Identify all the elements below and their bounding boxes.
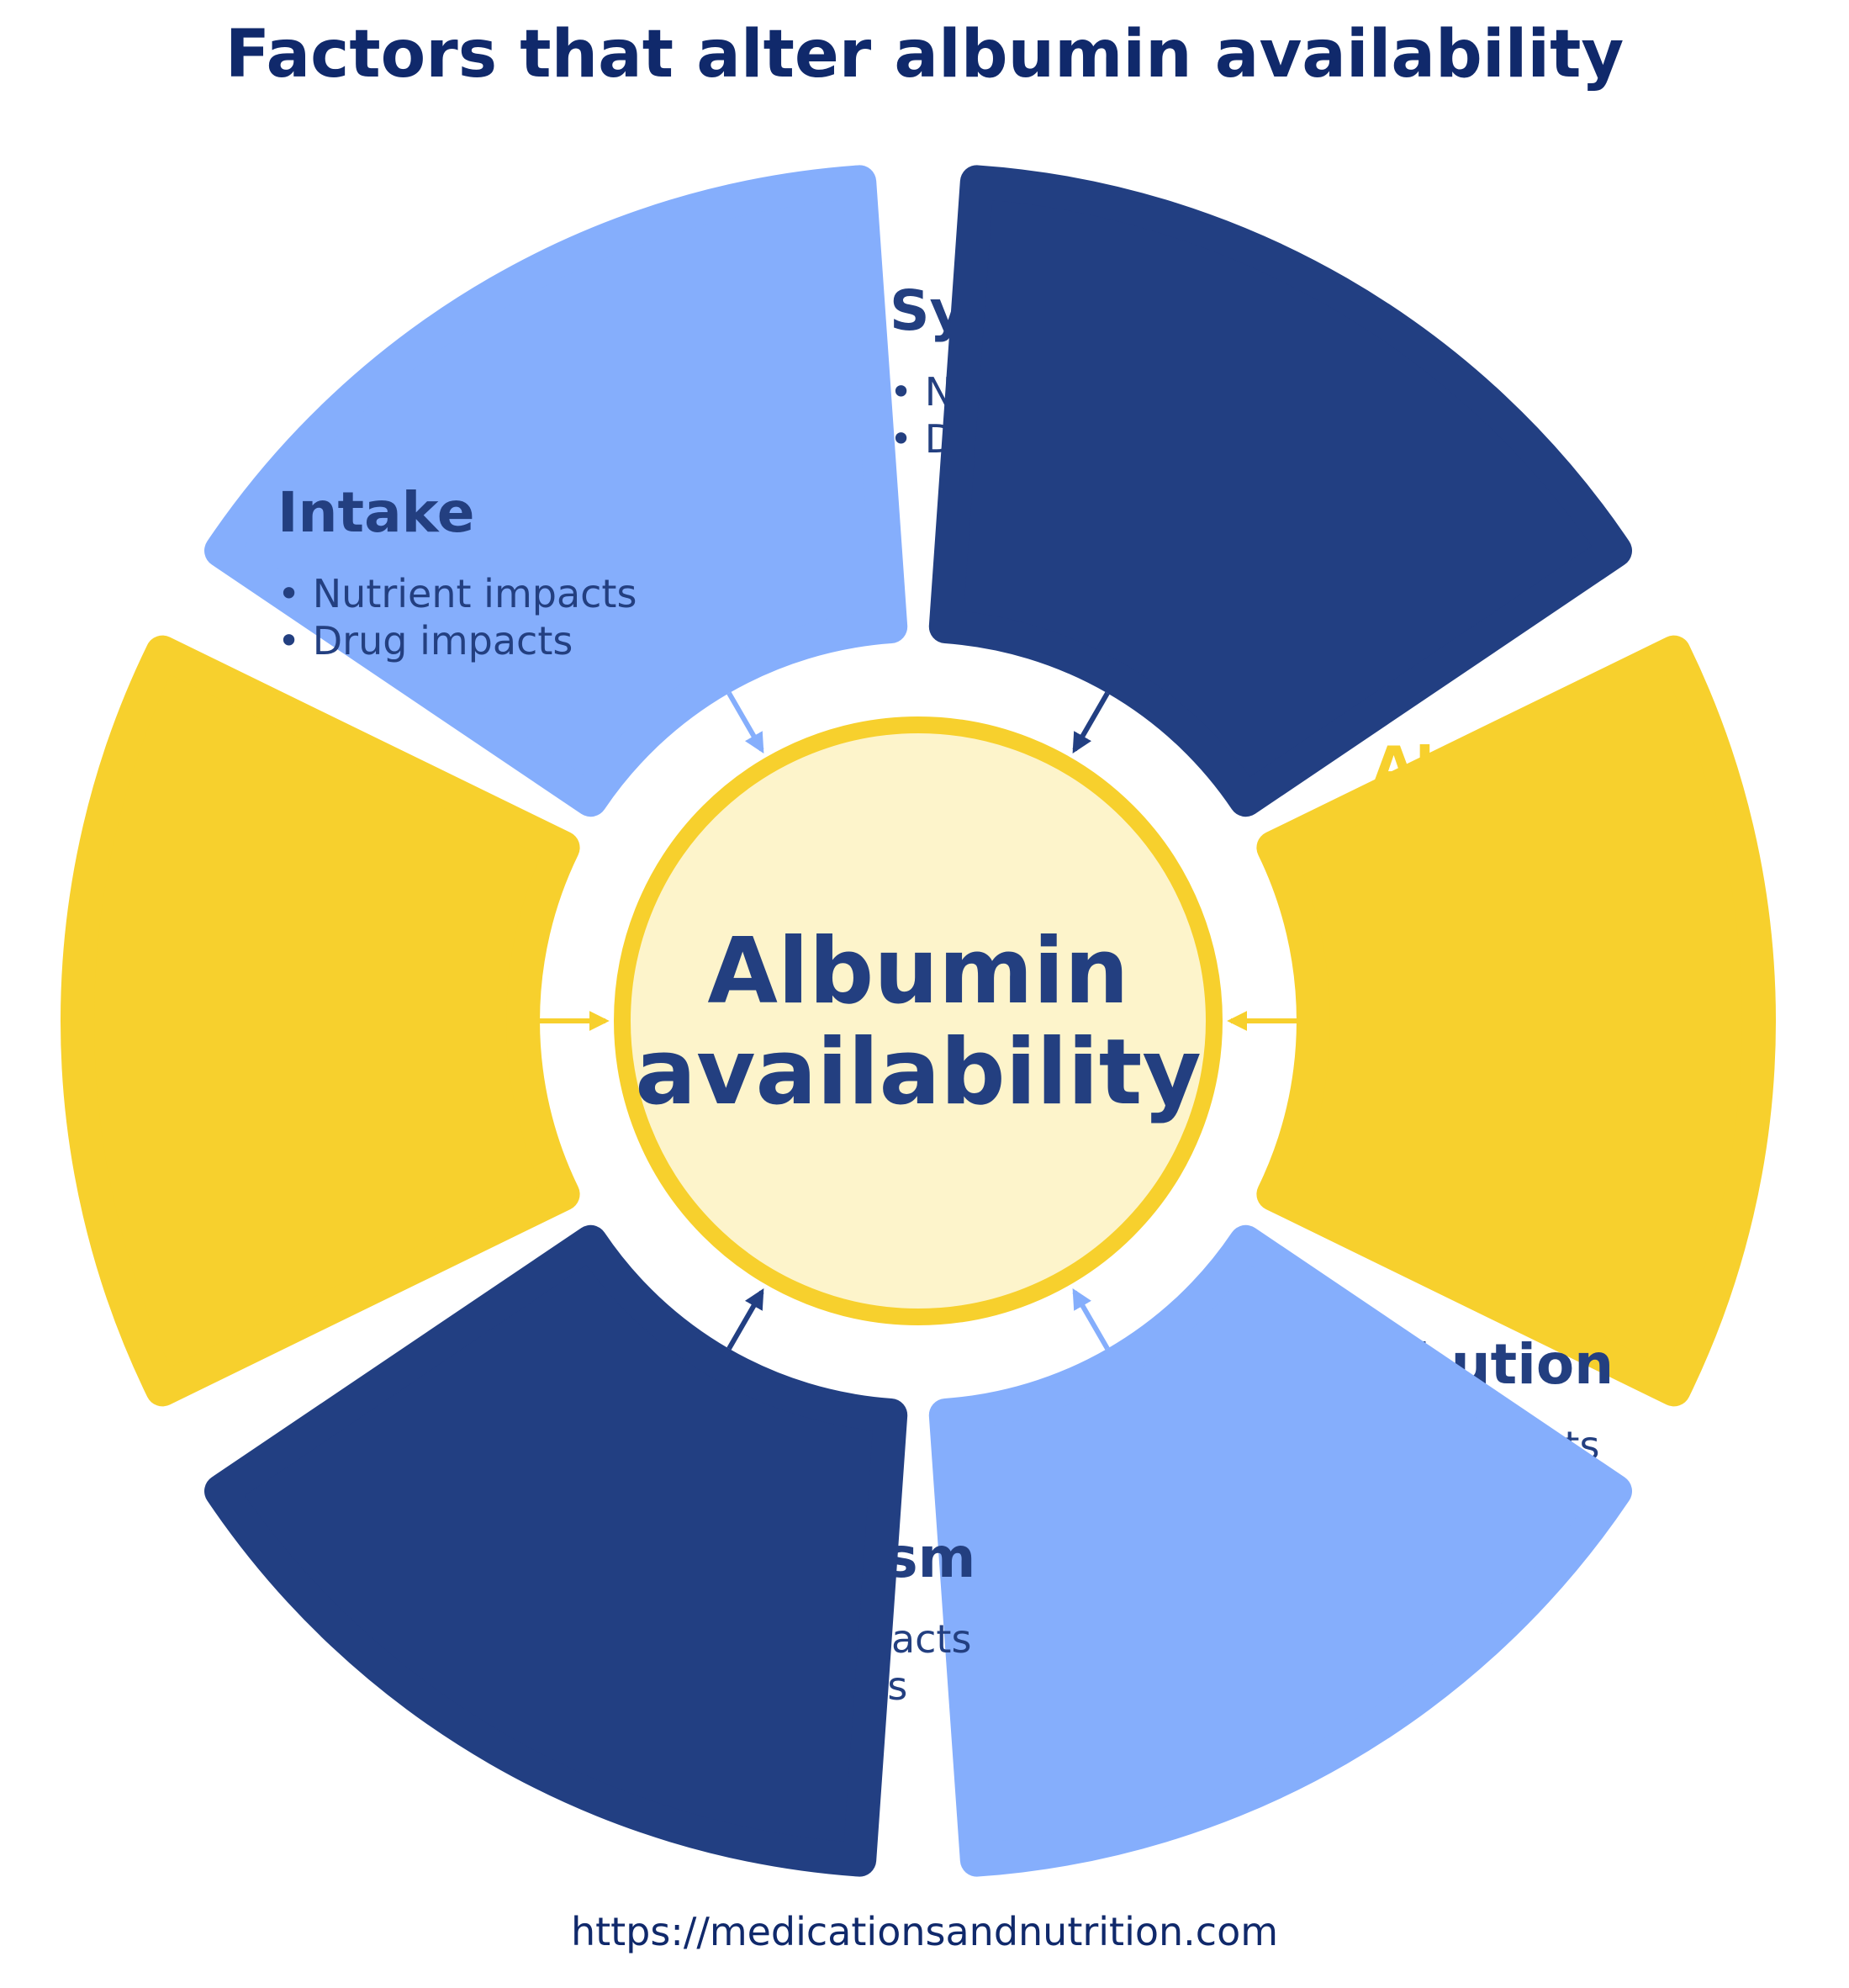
segment-title-intake: Intake [277, 480, 475, 545]
segment-bullet-intake-1: • Nutrient impacts [277, 571, 637, 616]
arrow-absorption-to-center [1072, 691, 1110, 753]
segment-shape-synthesis [204, 165, 908, 817]
diagram-title: Factors that alter albumin availability [225, 17, 1624, 93]
arrow-excretion-to-center [726, 1288, 764, 1351]
arrow-metabolism-to-center [1072, 1288, 1110, 1351]
segment-shape-metabolism [928, 1224, 1632, 1877]
arrow-synthesis-to-center [726, 691, 764, 753]
segment-shape-excretion [204, 1224, 908, 1877]
center-label-line1: Albumin [707, 919, 1128, 1024]
segment-bullet-intake-2: • Drug impacts [277, 618, 573, 664]
center-node: Albumin availability [614, 716, 1223, 1325]
segment-intake: Intake • Nutrient impacts• Drug impacts [61, 480, 637, 1407]
segment-shape-distribution [1256, 635, 1776, 1407]
center-label-line2: availability [635, 1020, 1201, 1125]
segment-shape-intake [61, 635, 580, 1407]
segment-shape-absorption [928, 165, 1632, 817]
footer-url[interactable]: https://medicationsandnutrition.com [570, 1909, 1279, 1954]
